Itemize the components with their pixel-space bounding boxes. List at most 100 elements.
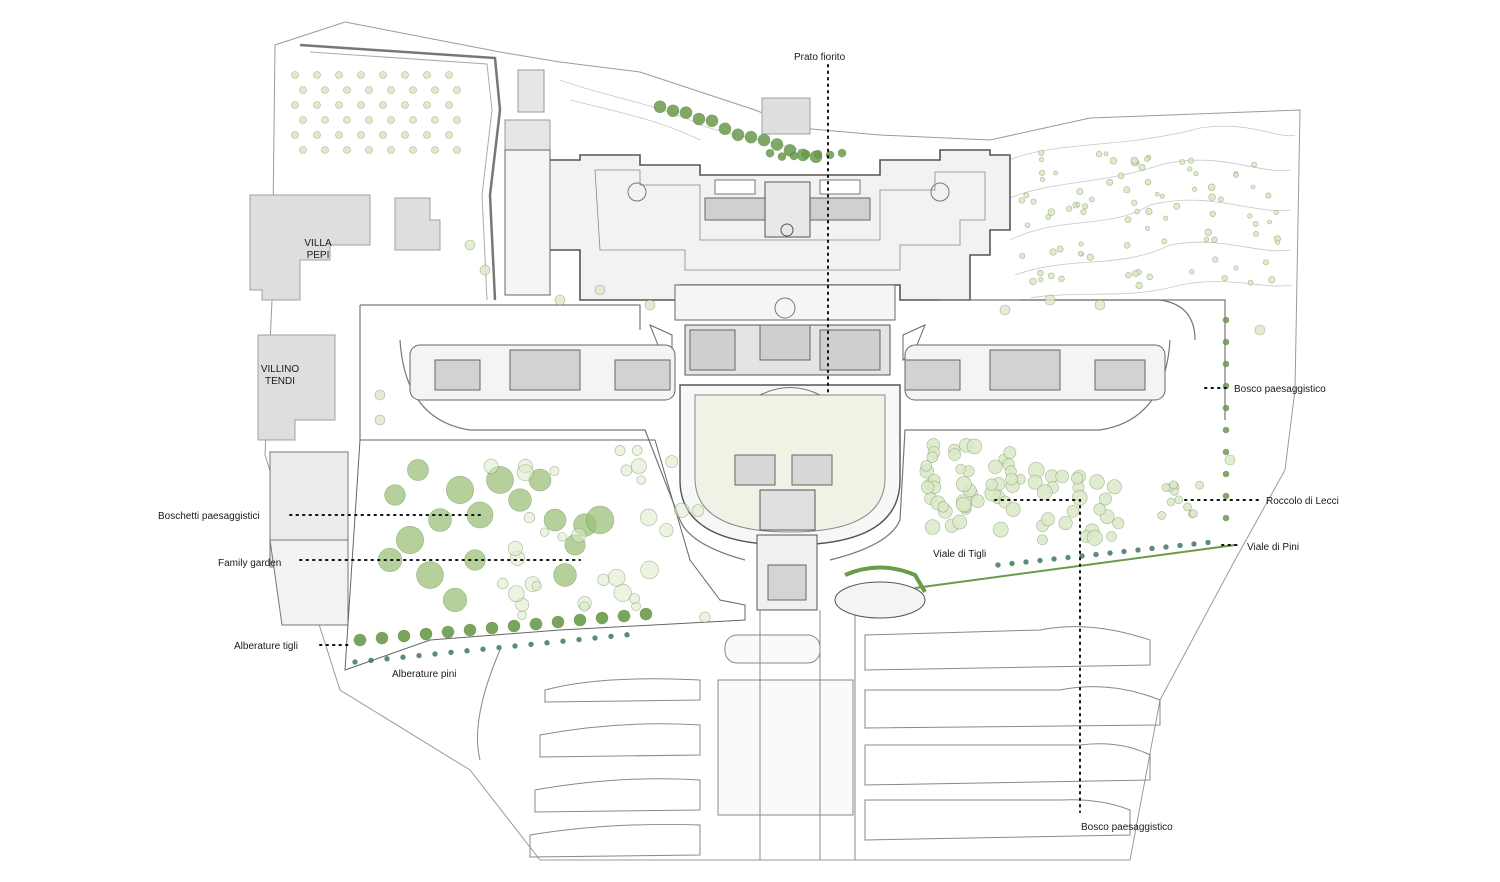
tree-icon (995, 562, 1001, 568)
tree-icon (516, 464, 534, 482)
tree-icon (446, 476, 474, 504)
tree-icon (744, 130, 758, 144)
tree-icon (453, 86, 461, 94)
park-boundary (344, 439, 746, 671)
tree-icon (321, 86, 329, 94)
tree-icon (1222, 426, 1230, 434)
tree-icon (644, 299, 656, 311)
tree-icon (321, 116, 329, 124)
tree-icon (731, 128, 745, 142)
tree-icon (1030, 198, 1037, 205)
tree-icon (639, 508, 658, 527)
tree-icon (1174, 495, 1184, 505)
tree-icon (948, 448, 961, 461)
tree-icon (357, 71, 365, 79)
tree-icon (777, 152, 787, 161)
neighbour-buildings (249, 69, 811, 441)
tree-icon (442, 587, 468, 613)
tree-icon (617, 609, 631, 623)
tree-icon (1218, 196, 1224, 203)
tree-icon (1066, 205, 1073, 212)
tree-icon (1094, 299, 1106, 311)
tree-icon (813, 149, 823, 159)
tree-icon (1089, 474, 1105, 490)
tree-icon (387, 146, 395, 154)
tree-icon (1018, 197, 1025, 204)
label-prato-fiorito: Prato fiorito (794, 52, 846, 63)
tree-icon (576, 636, 582, 643)
tree-icon (955, 463, 967, 475)
tree-icon (368, 657, 374, 664)
tree-icon (597, 573, 610, 586)
tree-icon (1093, 503, 1106, 516)
tree-icon (512, 643, 518, 649)
tree-icon (952, 514, 968, 530)
tree-icon (1039, 176, 1045, 182)
tree-icon (1157, 511, 1167, 520)
tree-icon (1117, 172, 1125, 180)
tree-icon (1222, 514, 1230, 522)
tree-icon (1047, 272, 1055, 280)
tree-icon (920, 480, 935, 494)
tree-icon (299, 146, 307, 154)
tree-icon (1144, 178, 1152, 186)
tree-icon (1193, 171, 1199, 177)
tree-icon (1154, 191, 1160, 197)
tree-icon (483, 458, 499, 474)
tree-icon (1027, 474, 1043, 490)
tree-icon (423, 71, 431, 79)
tree-icon (1041, 512, 1055, 527)
tree-icon (528, 641, 534, 648)
tree-icon (920, 460, 932, 472)
tree-icon (1058, 516, 1073, 531)
tree-icon (1189, 509, 1198, 518)
tree-icon (1274, 239, 1281, 245)
tree-icon (549, 466, 560, 476)
tree-icon (1187, 166, 1193, 172)
tree-icon (653, 100, 667, 114)
tree-icon (999, 304, 1011, 316)
tree-icon (1222, 316, 1230, 324)
tree-icon (335, 131, 343, 139)
tree-icon (1203, 236, 1210, 243)
tree-icon (299, 116, 307, 124)
tree-icon (544, 639, 550, 646)
tree-icon (1251, 161, 1257, 168)
tree-icon (1029, 277, 1037, 286)
tree-icon (1089, 196, 1095, 203)
tree-icon (1209, 210, 1216, 218)
tree-icon (1131, 199, 1138, 206)
tree-icon (1273, 209, 1279, 216)
tree-icon (1076, 187, 1084, 195)
tree-icon (592, 635, 598, 641)
tree-icon (666, 104, 680, 118)
tree-icon (1247, 213, 1253, 219)
tree-icon (353, 633, 367, 647)
tree-icon (1177, 542, 1183, 549)
tree-icon (396, 526, 424, 554)
tree-icon (1056, 245, 1064, 253)
tree-icon (448, 649, 454, 656)
tree-icon (926, 451, 939, 463)
viale-di-tigli-feature (834, 544, 1236, 619)
tree-icon (1051, 556, 1057, 562)
tree-icon (937, 501, 949, 513)
tree-icon (365, 86, 373, 94)
tree-icon (573, 613, 587, 627)
label-roccolo-di-lecci: Roccolo di Lecci (1266, 496, 1339, 507)
tree-icon (357, 101, 365, 109)
tree-icon (1233, 265, 1239, 271)
tree-icon (539, 527, 550, 537)
label-bosco-paesaggistico-right: Bosco paesaggistico (1234, 384, 1326, 395)
tree-icon (416, 652, 422, 659)
tree-icon (1079, 553, 1085, 559)
tree-icon (631, 445, 643, 456)
tree-icon (531, 581, 542, 591)
tree-icon (1112, 517, 1125, 530)
tree-icon (770, 138, 784, 151)
tree-icon (1047, 208, 1056, 216)
tree-icon (691, 504, 705, 517)
tree-icon (692, 112, 706, 126)
tree-icon (409, 86, 417, 94)
tree-icon (630, 458, 647, 475)
